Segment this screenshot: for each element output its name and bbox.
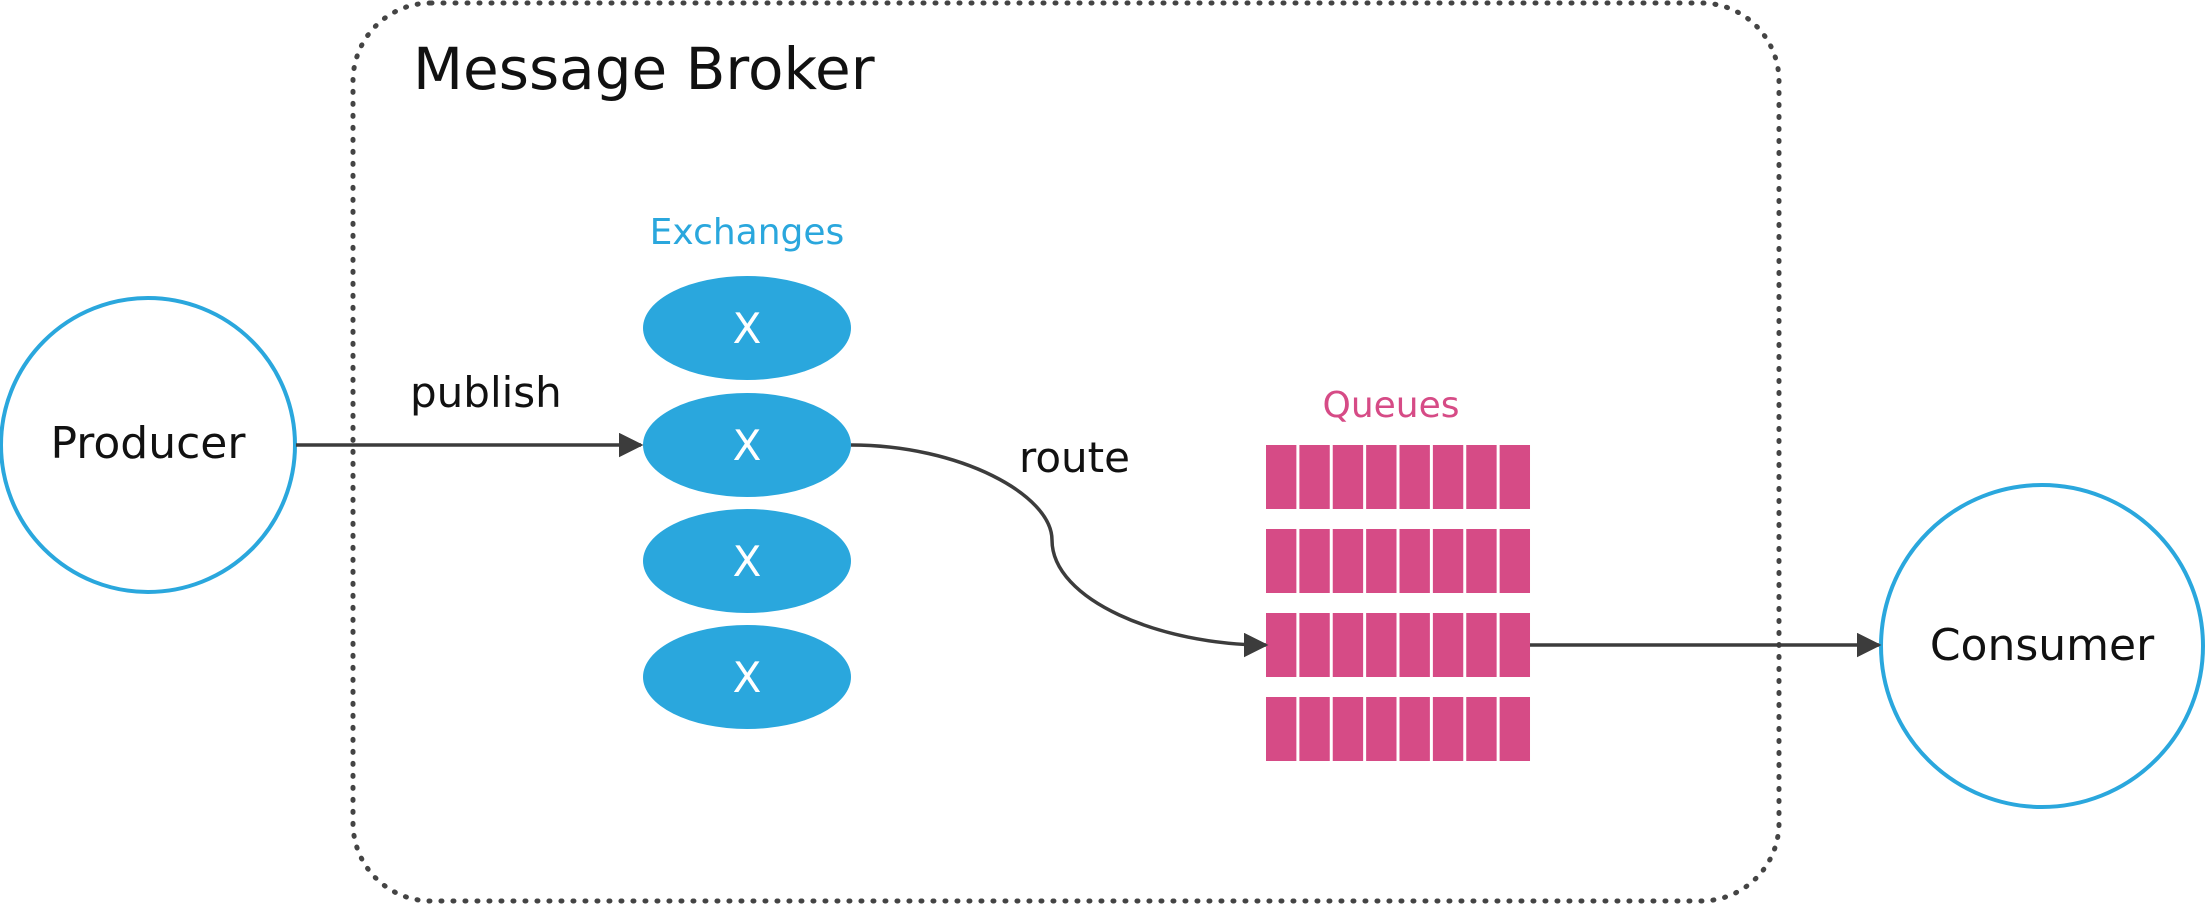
consumer-label: Consumer bbox=[1930, 620, 2155, 671]
queue-slot bbox=[1299, 445, 1330, 509]
queues-heading: Queues bbox=[1322, 385, 1459, 426]
queue-slot bbox=[1299, 697, 1330, 761]
exchange-symbol: X bbox=[733, 304, 762, 353]
queue-slot bbox=[1499, 529, 1531, 593]
queues-group bbox=[1266, 445, 1531, 761]
queue-slot bbox=[1499, 697, 1531, 761]
queue-slot bbox=[1499, 445, 1531, 509]
queue-slot bbox=[1366, 445, 1397, 509]
exchange-symbol: X bbox=[733, 537, 762, 586]
queue-row bbox=[1266, 445, 1531, 509]
queue-slot bbox=[1366, 697, 1397, 761]
publish-label: publish bbox=[410, 368, 562, 417]
queue-slot bbox=[1266, 697, 1297, 761]
exchange: X bbox=[643, 625, 851, 729]
queue-slot bbox=[1366, 529, 1397, 593]
queue-slot bbox=[1332, 445, 1364, 509]
queue-row bbox=[1266, 529, 1531, 593]
queue-slot bbox=[1432, 697, 1464, 761]
route-arrow bbox=[850, 443, 1269, 658]
queue-slot bbox=[1266, 529, 1297, 593]
queue-slot bbox=[1499, 613, 1531, 677]
producer-node bbox=[0, 296, 297, 594]
exchange: X bbox=[643, 509, 851, 613]
broker-title: Message Broker bbox=[413, 35, 875, 103]
queue-slot bbox=[1399, 445, 1430, 509]
queue-slot bbox=[1266, 445, 1297, 509]
queue-slot bbox=[1299, 613, 1330, 677]
queue-slot bbox=[1432, 613, 1464, 677]
broker-container bbox=[350, 0, 1782, 904]
queue-slot bbox=[1366, 613, 1397, 677]
queue-slot bbox=[1399, 613, 1430, 677]
exchange: X bbox=[643, 393, 851, 497]
exchange-ellipse bbox=[643, 393, 851, 497]
queue-slot bbox=[1466, 697, 1497, 761]
exchange-symbol: X bbox=[733, 653, 762, 702]
route-label: route bbox=[1019, 433, 1130, 482]
queue-slot bbox=[1332, 529, 1364, 593]
queue-slot bbox=[1332, 613, 1364, 677]
queue-slot bbox=[1266, 613, 1297, 677]
queue-slot bbox=[1432, 445, 1464, 509]
queue-slot bbox=[1299, 529, 1330, 593]
exchange-ellipse bbox=[643, 625, 851, 729]
queue-slot bbox=[1399, 697, 1430, 761]
queue-slot bbox=[1332, 697, 1364, 761]
queue-slot bbox=[1466, 529, 1497, 593]
queue-slot bbox=[1432, 529, 1464, 593]
producer-label: Producer bbox=[51, 418, 247, 469]
exchange-symbol: X bbox=[733, 421, 762, 470]
queue-slot bbox=[1399, 529, 1430, 593]
exchange: X bbox=[643, 276, 851, 380]
queue-slot bbox=[1466, 445, 1497, 509]
queue-slot bbox=[1466, 613, 1497, 677]
exchange-ellipse bbox=[643, 509, 851, 613]
exchange-ellipse bbox=[643, 276, 851, 380]
queue-row bbox=[1266, 613, 1531, 677]
exchanges-heading: Exchanges bbox=[650, 212, 845, 253]
queue-row bbox=[1266, 697, 1531, 761]
